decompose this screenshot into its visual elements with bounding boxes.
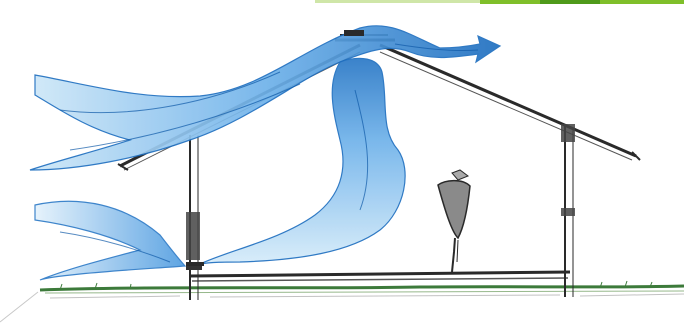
edge-mark bbox=[0, 292, 38, 322]
low-wall-opening bbox=[186, 262, 204, 266]
top-banner-strip bbox=[315, 0, 684, 4]
ridge-vent bbox=[344, 30, 364, 36]
tree bbox=[438, 170, 470, 272]
wind-flow bbox=[30, 26, 500, 280]
upper-wind-band bbox=[30, 26, 500, 170]
low-inflow bbox=[35, 201, 185, 280]
ground-line bbox=[40, 281, 684, 298]
